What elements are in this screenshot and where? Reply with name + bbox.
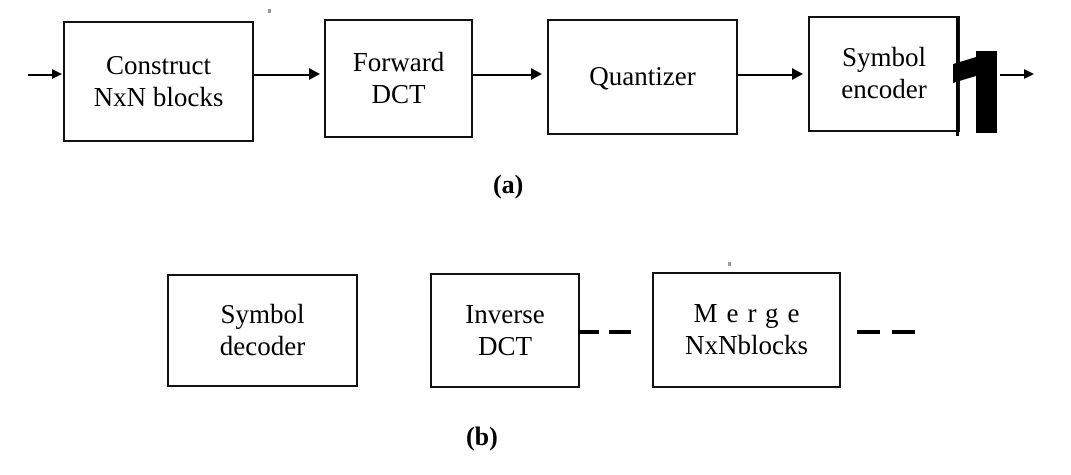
scan-speck: [728, 262, 731, 266]
block-symbol-decoder: Symbol decoder: [167, 274, 358, 387]
input-arrowhead: [52, 69, 62, 79]
scan-speck: [268, 9, 271, 13]
output-wire: [1000, 74, 1028, 76]
block-label-line1: Construct: [106, 49, 211, 80]
block-inverse-dct: Inverse DCT: [430, 273, 580, 388]
block-symbol-encoder: Symbol encoder: [808, 16, 960, 132]
dash-segment: [892, 330, 915, 334]
block-label-line1: Symbol: [841, 42, 927, 73]
block-label-line1: Symbol: [220, 298, 305, 329]
block-quantizer: Quantizer: [547, 19, 738, 135]
block-forward-dct: Forward DCT: [324, 19, 473, 138]
block-label-line1: Forward: [352, 46, 445, 77]
block-construct-nxn-blocks: Construct NxN blocks: [63, 21, 254, 142]
arrowhead-quantizer-to-symbol-encoder: [792, 68, 803, 80]
block-label-line2: decoder: [219, 330, 306, 361]
wire-construct-to-fdct: [254, 74, 312, 76]
block-merge-nxn-blocks: Merge NxNblocks: [652, 272, 841, 388]
block-label-line2: NxN blocks: [93, 81, 224, 112]
dash-segment: [857, 330, 880, 334]
dash-segment: [578, 330, 599, 334]
arrowhead-construct-to-fdct: [309, 68, 320, 80]
wire-quantizer-to-symbol-encoder: [738, 74, 794, 76]
block-label-line2: encoder: [841, 74, 927, 104]
caption-a: (a): [493, 170, 524, 199]
input-wire: [28, 74, 56, 76]
arrowhead-fdct-to-quantizer: [531, 68, 542, 80]
block-label-line2: DCT: [478, 330, 532, 361]
block-label-line2: NxNblocks: [685, 330, 808, 360]
output-arrowhead: [1024, 69, 1034, 79]
ink-stem-artifact: [976, 51, 997, 133]
wire-fdct-to-quantizer: [473, 74, 533, 76]
block-label-line1: Merge: [693, 298, 809, 329]
caption-b: (b): [466, 422, 498, 451]
dash-segment: [609, 330, 631, 334]
block-label-line1: Inverse: [465, 298, 545, 329]
block-label-line2: DCT: [371, 78, 426, 109]
block-label-line1: Quantizer: [589, 61, 696, 92]
